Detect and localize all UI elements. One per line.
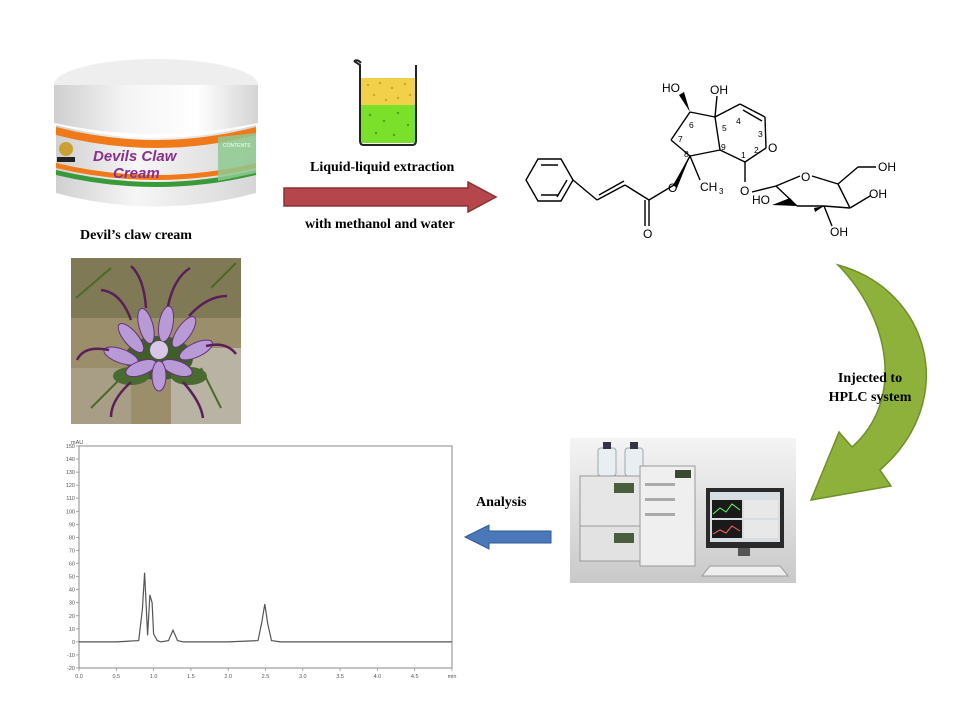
injection-label-line1: Injected to [837,371,903,386]
x-tick-label: 1.5 [187,674,195,680]
y-tick-label: 130 [66,470,75,476]
svg-text:OH: OH [878,160,896,174]
y-tick-label: 50 [69,575,75,581]
svg-text:O: O [768,141,777,155]
x-tick-label: min [448,674,457,680]
svg-text:O: O [740,184,749,198]
svg-text:5: 5 [722,123,727,133]
y-tick-label: 140 [66,457,75,463]
injection-label-line2: HPLC system [828,390,912,405]
extraction-label-line2: with methanol and water [305,217,455,232]
x-tick-label: 2.0 [224,674,232,680]
analysis-label: Analysis [476,495,527,510]
svg-text:HO: HO [662,81,680,95]
cream-jar-image: CONTENTS Devils Claw Cream [48,55,273,220]
svg-text:9: 9 [721,142,726,152]
y-tick-label: 0 [72,640,75,646]
y-tick-label: 30 [69,601,75,607]
svg-text:HO: HO [752,193,770,207]
chart-plot-area [78,445,453,669]
svg-text:7: 7 [678,134,683,144]
y-tick-label: 90 [69,522,75,528]
svg-text:O: O [801,170,810,184]
svg-text:CONTENTS: CONTENTS [223,143,251,149]
devils-claw-plant-image [71,258,241,424]
svg-text:Devils Claw: Devils Claw [93,148,178,165]
svg-text:Cream: Cream [113,165,160,182]
x-tick-label: 3.5 [336,674,344,680]
svg-text:CH: CH [700,180,717,194]
y-tick-label: 150 [66,444,75,450]
svg-text:6: 6 [689,120,694,130]
svg-text:O: O [643,227,652,241]
green-curved-arrow-icon [809,263,927,501]
cream-caption: Devil’s claw cream [80,228,192,243]
x-tick-label: 0.5 [112,674,120,680]
x-tick-label: 3.0 [299,674,307,680]
y-tick-label: 20 [69,614,75,620]
y-axis-label: mAU [71,440,83,446]
red-arrow-icon [283,181,498,213]
y-tick-label: 110 [66,496,75,502]
y-tick-label: 100 [66,509,75,515]
x-tick-label: 1.0 [150,674,158,680]
y-tick-label: 120 [66,483,75,489]
svg-text:OH: OH [830,225,848,239]
svg-text:3: 3 [758,129,763,139]
hplc-system-image [570,438,796,583]
svg-text:OH: OH [710,83,728,97]
injection-label: Injected to HPLC system [795,369,945,407]
x-tick-label: 4.5 [411,674,419,680]
y-tick-label: 80 [69,535,75,541]
y-tick-label: 60 [69,562,75,568]
svg-text:8: 8 [684,149,689,159]
svg-text:O: O [668,181,677,195]
svg-text:3: 3 [719,187,724,196]
chromatogram-trace [79,572,452,643]
svg-text:4: 4 [736,116,741,126]
svg-text:1: 1 [741,150,746,160]
beaker-icon [353,59,417,146]
blue-arrow-icon [463,524,552,550]
svg-text:2: 2 [754,145,759,155]
y-tick-label: 10 [69,627,75,633]
x-tick-label: 2.5 [262,674,270,680]
y-tick-label: -20 [67,666,75,672]
chromatogram-chart: mAU 150140130120110100908070605040302010… [66,440,457,680]
y-tick-label: 40 [69,588,75,594]
extraction-label-line1: Liquid-liquid extraction [310,160,455,175]
svg-text:OH: OH [869,187,887,201]
y-tick-label: 70 [69,548,75,554]
y-tick-label: -10 [67,653,75,659]
x-tick-label: 0.0 [75,674,83,680]
x-tick-label: 4.0 [374,674,382,680]
